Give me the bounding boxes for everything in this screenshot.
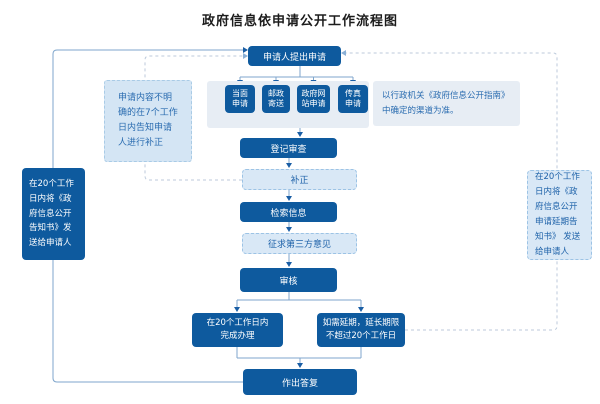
node-extend-deadline: 如需延期，延长期限 不超过20个工作日 (317, 313, 405, 347)
node-retrieve-info: 检索信息 (240, 202, 337, 222)
node-apply: 申请人提出申请 (248, 46, 341, 66)
node-method-in-person: 当面申请 (225, 85, 255, 113)
node-review: 审核 (240, 268, 337, 292)
node-method-fax: 传真申请 (338, 85, 368, 113)
page-title: 政府信息依申请公开工作流程图 (201, 14, 398, 29)
node-method-website: 政府网站申请 (297, 85, 330, 113)
node-register-review: 登记审查 (240, 138, 337, 158)
notice-extension-box: 在20个工作日内将《政府信息公开申请延期告知书》 发送给申请人 (527, 170, 592, 260)
node-reply: 作出答复 (243, 369, 357, 395)
notice-reply-box: 在20个工作日内将《政府信息公开告知书》发送给申请人 (22, 168, 85, 260)
channel-note: 以行政机关《政府信息公开指南》中确定的渠道为准。 (373, 81, 520, 126)
node-method-postal: 邮政寄送 (262, 85, 290, 113)
correction-note: 申请内容不明确的在7个工作日内告知申请人进行补正 (104, 80, 192, 162)
node-third-party-opinion: 征求第三方意见 (242, 233, 357, 254)
node-complete-20days: 在20个工作日内 完成办理 (192, 313, 283, 347)
arrowheads-dashed (243, 50, 346, 59)
node-correction: 补正 (242, 169, 357, 190)
